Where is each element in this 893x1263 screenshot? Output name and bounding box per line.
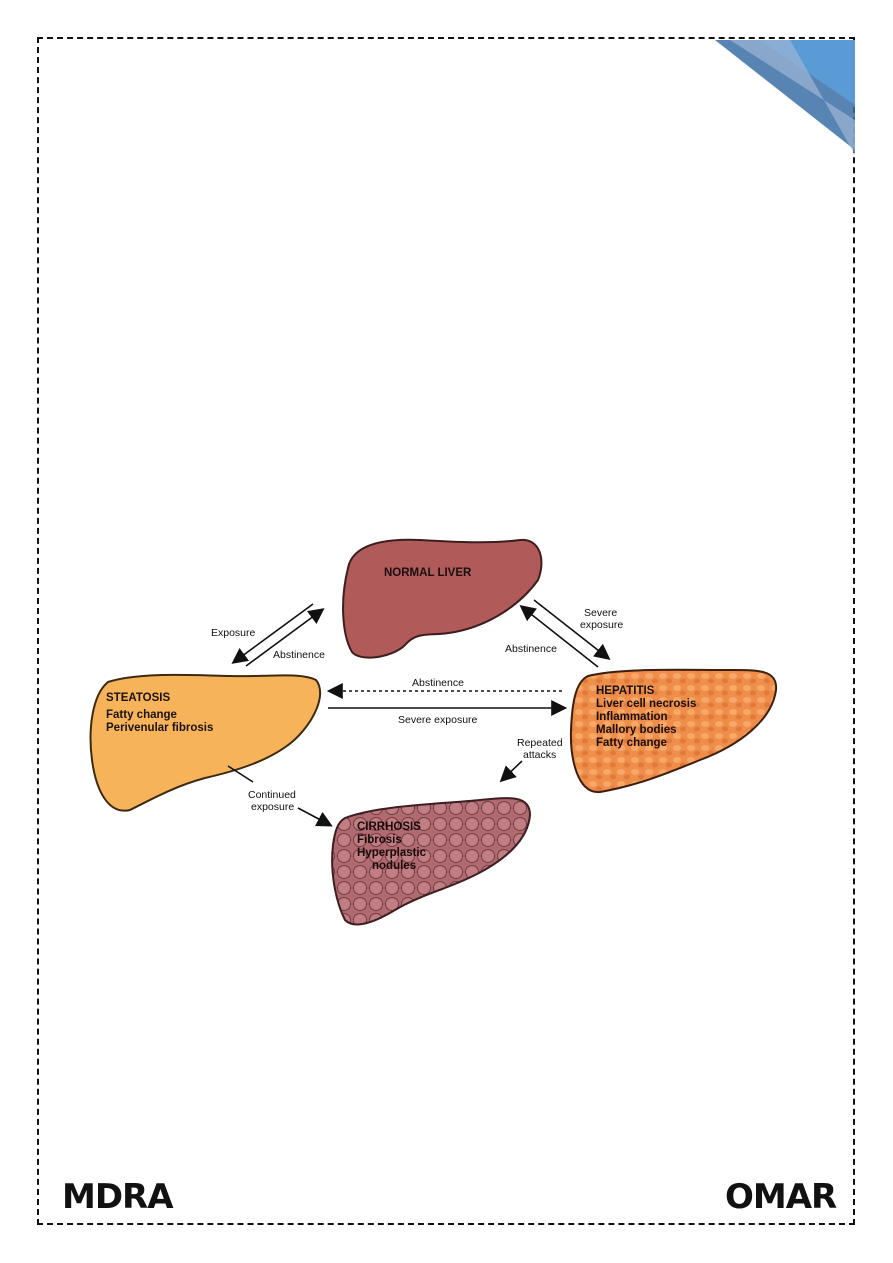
page-border bbox=[37, 37, 855, 1225]
label-abstinence-right: Abstinence bbox=[505, 643, 557, 655]
label-abstinence-middle: Abstinence bbox=[412, 677, 464, 689]
normal-liver-title: NORMAL LIVER bbox=[384, 567, 472, 579]
arrow-abstinence-right bbox=[519, 605, 599, 668]
label-repeated-2: attacks bbox=[523, 749, 556, 761]
hepatitis-title: HEPATITIS bbox=[596, 685, 655, 697]
arrow-labels: Exposure Abstinence Severe exposure Abst… bbox=[211, 607, 623, 813]
cirrhosis-line-1: Fibrosis bbox=[357, 834, 402, 846]
steatosis-line-2: Perivenular fibrosis bbox=[106, 722, 213, 734]
hepatitis-line-1: Liver cell necrosis bbox=[596, 698, 696, 710]
arrows bbox=[227, 599, 611, 827]
mdra-logo: MDRA bbox=[62, 1177, 174, 1217]
arrow-repeated-attacks bbox=[499, 760, 523, 783]
arrow-abstinence-left bbox=[245, 608, 325, 667]
label-severe-1: Severe bbox=[584, 607, 617, 619]
label-severe-2: exposure bbox=[580, 619, 623, 631]
cirrhosis-line-2: Hyperplastic bbox=[357, 847, 427, 859]
corner-decoration bbox=[715, 40, 855, 155]
label-continued-1: Continued bbox=[248, 789, 296, 801]
hepatitis-line-3: Mallory bodies bbox=[596, 724, 677, 736]
hepatitis-line-4: Fatty change bbox=[596, 737, 667, 749]
omar-logo: OMAR bbox=[725, 1177, 837, 1217]
steatosis-line-1: Fatty change bbox=[106, 709, 177, 721]
label-exposure: Exposure bbox=[211, 627, 256, 639]
cirrhosis-liver: CIRRHOSIS Fibrosis Hyperplastic nodules bbox=[331, 797, 532, 926]
hepatitis-liver: HEPATITIS Liver cell necrosis Inflammati… bbox=[569, 668, 778, 794]
label-repeated-1: Repeated bbox=[517, 737, 563, 749]
label-severe-exposure-middle: Severe exposure bbox=[398, 714, 478, 726]
label-continued-2: exposure bbox=[251, 801, 294, 813]
steatosis-liver: STEATOSIS Fatty change Perivenular fibro… bbox=[89, 673, 322, 812]
hepatitis-line-2: Inflammation bbox=[596, 711, 668, 723]
cirrhosis-line-3: nodules bbox=[372, 860, 416, 872]
arrow-continued-exposure-b bbox=[297, 807, 333, 827]
normal-liver: NORMAL LIVER bbox=[342, 538, 543, 659]
steatosis-title: STEATOSIS bbox=[106, 692, 170, 704]
label-abstinence-left: Abstinence bbox=[273, 649, 325, 661]
arrow-severe-exposure-top bbox=[533, 599, 611, 660]
arrow-exposure bbox=[231, 603, 314, 664]
cirrhosis-title: CIRRHOSIS bbox=[357, 821, 421, 833]
arrow-continued-exposure-a bbox=[227, 765, 254, 783]
